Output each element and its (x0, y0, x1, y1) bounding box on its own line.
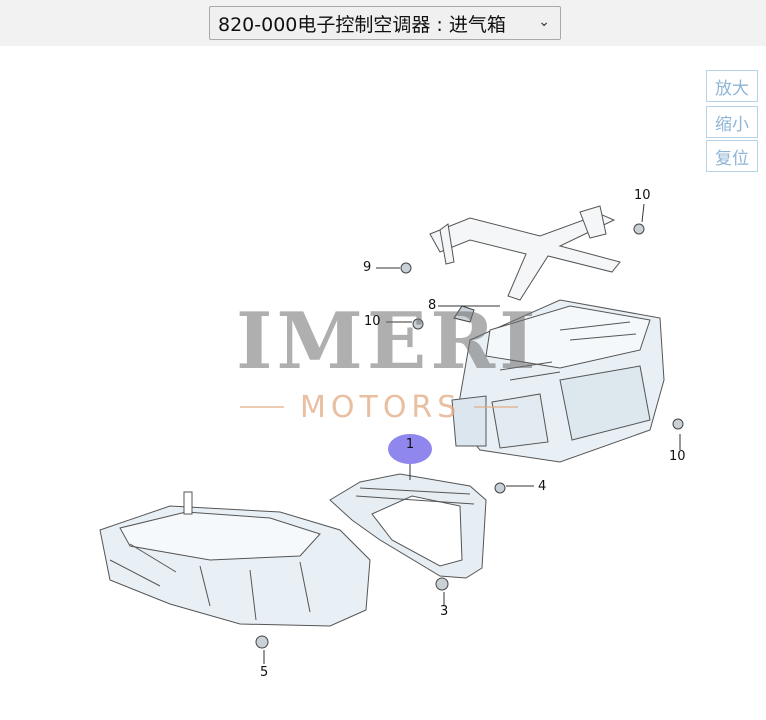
callout-3[interactable]: 3 (440, 604, 449, 619)
watermark-subtitle: MOTORS (300, 390, 462, 425)
top-toolbar: 820-000电子控制空调器 : 进气箱 ⌄ (0, 0, 766, 46)
hvac-unit-assembly (451, 299, 665, 463)
watermark-right-rule (474, 406, 518, 408)
callout-9[interactable]: 9 (363, 260, 372, 275)
intake-box-housing (99, 491, 371, 627)
zoom-reset-button[interactable]: 复位 (706, 140, 758, 172)
callout-5[interactable]: 5 (260, 665, 269, 680)
fasteners (255, 223, 684, 649)
callout-10-right[interactable]: 10 (669, 449, 686, 464)
watermark-left-rule (240, 406, 284, 408)
zoom-out-button[interactable]: 缩小 (706, 106, 758, 138)
chevron-down-icon: ⌄ (538, 14, 550, 30)
callout-4[interactable]: 4 (538, 479, 547, 494)
callout-10-top[interactable]: 10 (634, 188, 651, 203)
leader-lines (263, 203, 681, 664)
mounting-bracket (429, 205, 621, 301)
diagram-selector-value: 820-000电子控制空调器 : 进气箱 (218, 13, 506, 36)
air-inlet-frame (329, 473, 487, 579)
callout-8[interactable]: 8 (428, 298, 437, 313)
parts-diagram (99, 203, 684, 664)
zoom-in-button[interactable]: 放大 (706, 70, 758, 102)
diagram-selector-dropdown[interactable]: 820-000电子控制空调器 : 进气箱 ⌄ (209, 6, 561, 40)
highlighted-callout-1[interactable]: 1 (388, 434, 432, 464)
callout-label: 1 (405, 437, 415, 452)
watermark-brand: IMERI (236, 296, 540, 387)
callout-10-mid[interactable]: 10 (364, 314, 381, 329)
